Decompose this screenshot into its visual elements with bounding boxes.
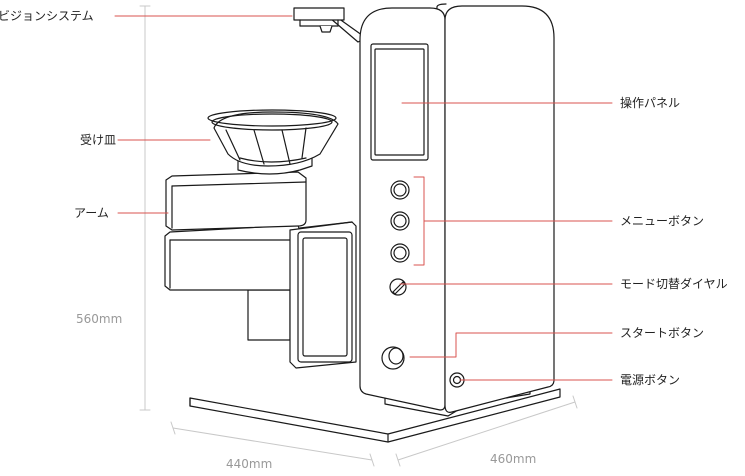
depth-dimension-line [397, 401, 576, 461]
label-start-button: スタートボタン [620, 326, 705, 340]
label-receiving-tray: 受け皿 [80, 133, 117, 147]
dimension-height: 560mm [76, 312, 123, 326]
label-operation-panel: 操作パネル [620, 96, 681, 110]
label-arm: アーム [74, 206, 109, 220]
leader-lines [114, 15, 613, 381]
mode-dial [389, 278, 407, 296]
base-plate [189, 388, 561, 443]
dimension-lines [139, 5, 578, 467]
leader-start [409, 332, 613, 358]
label-power-button: 電源ボタン [620, 373, 681, 387]
label-vision-system: ビジョンシステム [0, 9, 94, 23]
receiving-tray [207, 109, 339, 175]
dimension-width: 440mm [226, 457, 273, 471]
menu-buttons [390, 180, 410, 263]
start-button [381, 346, 405, 370]
vision-system [293, 7, 367, 43]
label-menu-buttons: メニューボタン [620, 214, 705, 228]
dimension-depth: 460mm [490, 452, 537, 466]
lower-arm-assembly [164, 221, 357, 369]
label-mode-dial: モード切替ダイヤル [620, 277, 728, 291]
operation-panel [370, 43, 429, 161]
width-dimension-line [172, 427, 373, 461]
upper-arm [165, 171, 353, 231]
